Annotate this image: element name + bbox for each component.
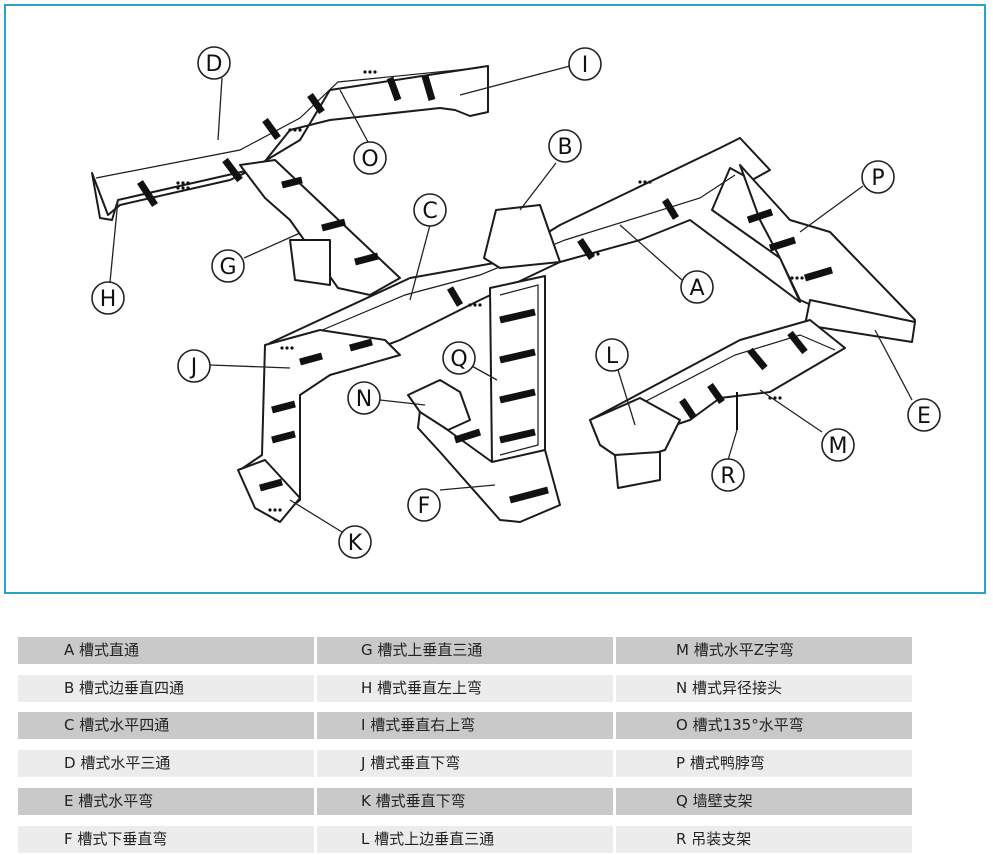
- svg-text:L: L: [606, 344, 619, 369]
- legend-item: F 槽式下垂直弯: [18, 826, 314, 853]
- legend-item: R 吊装支架: [616, 826, 912, 853]
- callout-a: A: [680, 270, 714, 304]
- svg-text:H: H: [100, 287, 117, 312]
- callout-b: B: [548, 129, 582, 163]
- legend-item: C 槽式水平四通: [18, 712, 314, 739]
- legend-item: J 槽式垂直下弯: [317, 750, 613, 777]
- svg-text:N: N: [356, 387, 372, 412]
- svg-text:R: R: [720, 464, 735, 489]
- callout-q: Q: [442, 341, 476, 375]
- legend-row: D 槽式水平三通 J 槽式垂直下弯 P 槽式鸭脖弯: [18, 750, 912, 777]
- svg-text:D: D: [206, 52, 223, 77]
- callout-f: F: [407, 488, 441, 522]
- svg-text:Q: Q: [450, 347, 467, 372]
- svg-text:G: G: [219, 255, 236, 280]
- tray-rungs: [137, 75, 833, 504]
- legend-row: F 槽式下垂直弯 L 槽式上边垂直三通 R 吊装支架: [18, 826, 912, 853]
- svg-text:K: K: [348, 531, 363, 556]
- legend-item: K 槽式垂直下弯: [317, 788, 613, 815]
- callout-n: N: [347, 381, 381, 415]
- legend-row: A 槽式直通 G 槽式上垂直三通 M 槽式水平Z字弯: [18, 637, 912, 664]
- tray-segment-l: [589, 397, 681, 463]
- svg-text:E: E: [917, 404, 931, 429]
- callout-g: G: [211, 249, 245, 283]
- connector-holes: [176, 70, 804, 512]
- legend-item: L 槽式上边垂直三通: [317, 826, 613, 853]
- callout-h: H: [91, 281, 125, 315]
- svg-text:A: A: [689, 276, 704, 301]
- legend-item: D 槽式水平三通: [18, 750, 314, 777]
- callout-m: M: [821, 428, 855, 462]
- svg-text:P: P: [871, 166, 884, 191]
- tray-drawing: [91, 65, 916, 523]
- legend-row: E 槽式水平弯 K 槽式垂直下弯 Q 墙壁支架: [18, 788, 912, 815]
- legend-item: N 槽式异径接头: [616, 675, 912, 702]
- legend-item: H 槽式垂直左上弯: [317, 675, 613, 702]
- legend-item: P 槽式鸭脖弯: [616, 750, 912, 777]
- svg-text:I: I: [582, 53, 589, 78]
- callout-j: J: [177, 349, 211, 383]
- legend-item: M 槽式水平Z字弯: [616, 637, 912, 664]
- legend-item: I 槽式垂直右上弯: [317, 712, 613, 739]
- callout-k: K: [338, 525, 372, 559]
- legend-item: Q 墙壁支架: [616, 788, 912, 815]
- svg-text:F: F: [418, 494, 431, 519]
- callouts: D I B O C P G H A L J Q N E M R F K: [91, 46, 941, 559]
- svg-text:M: M: [829, 434, 848, 459]
- callout-o: O: [353, 141, 387, 175]
- svg-text:C: C: [422, 199, 437, 224]
- leader-lines: [109, 65, 913, 533]
- svg-text:B: B: [557, 135, 572, 160]
- svg-text:O: O: [361, 147, 378, 172]
- legend-item: A 槽式直通: [18, 637, 314, 664]
- legend-item: B 槽式边垂直四通: [18, 675, 314, 702]
- callout-r: R: [711, 458, 745, 492]
- callout-d: D: [197, 46, 231, 80]
- callout-c: C: [413, 193, 447, 227]
- legend-row: C 槽式水平四通 I 槽式垂直右上弯 O 槽式135°水平弯: [18, 712, 912, 739]
- legend-item: E 槽式水平弯: [18, 788, 314, 815]
- tray-segment-b: [483, 204, 561, 269]
- callout-p: P: [861, 160, 895, 194]
- svg-text:J: J: [189, 355, 198, 380]
- legend-item: G 槽式上垂直三通: [317, 637, 613, 664]
- tray-segment-n: [407, 379, 471, 431]
- legend-item: O 槽式135°水平弯: [616, 712, 912, 739]
- callout-i: I: [568, 47, 602, 81]
- cable-tray-diagram: D I B O C P G H A L J Q N E M R F K: [91, 46, 941, 559]
- tray-segment-k: [237, 459, 301, 523]
- callout-l: L: [595, 338, 629, 372]
- legend-row: B 槽式边垂直四通 H 槽式垂直左上弯 N 槽式异径接头: [18, 675, 912, 702]
- tray-segment-e: [804, 299, 916, 343]
- callout-e: E: [907, 398, 941, 432]
